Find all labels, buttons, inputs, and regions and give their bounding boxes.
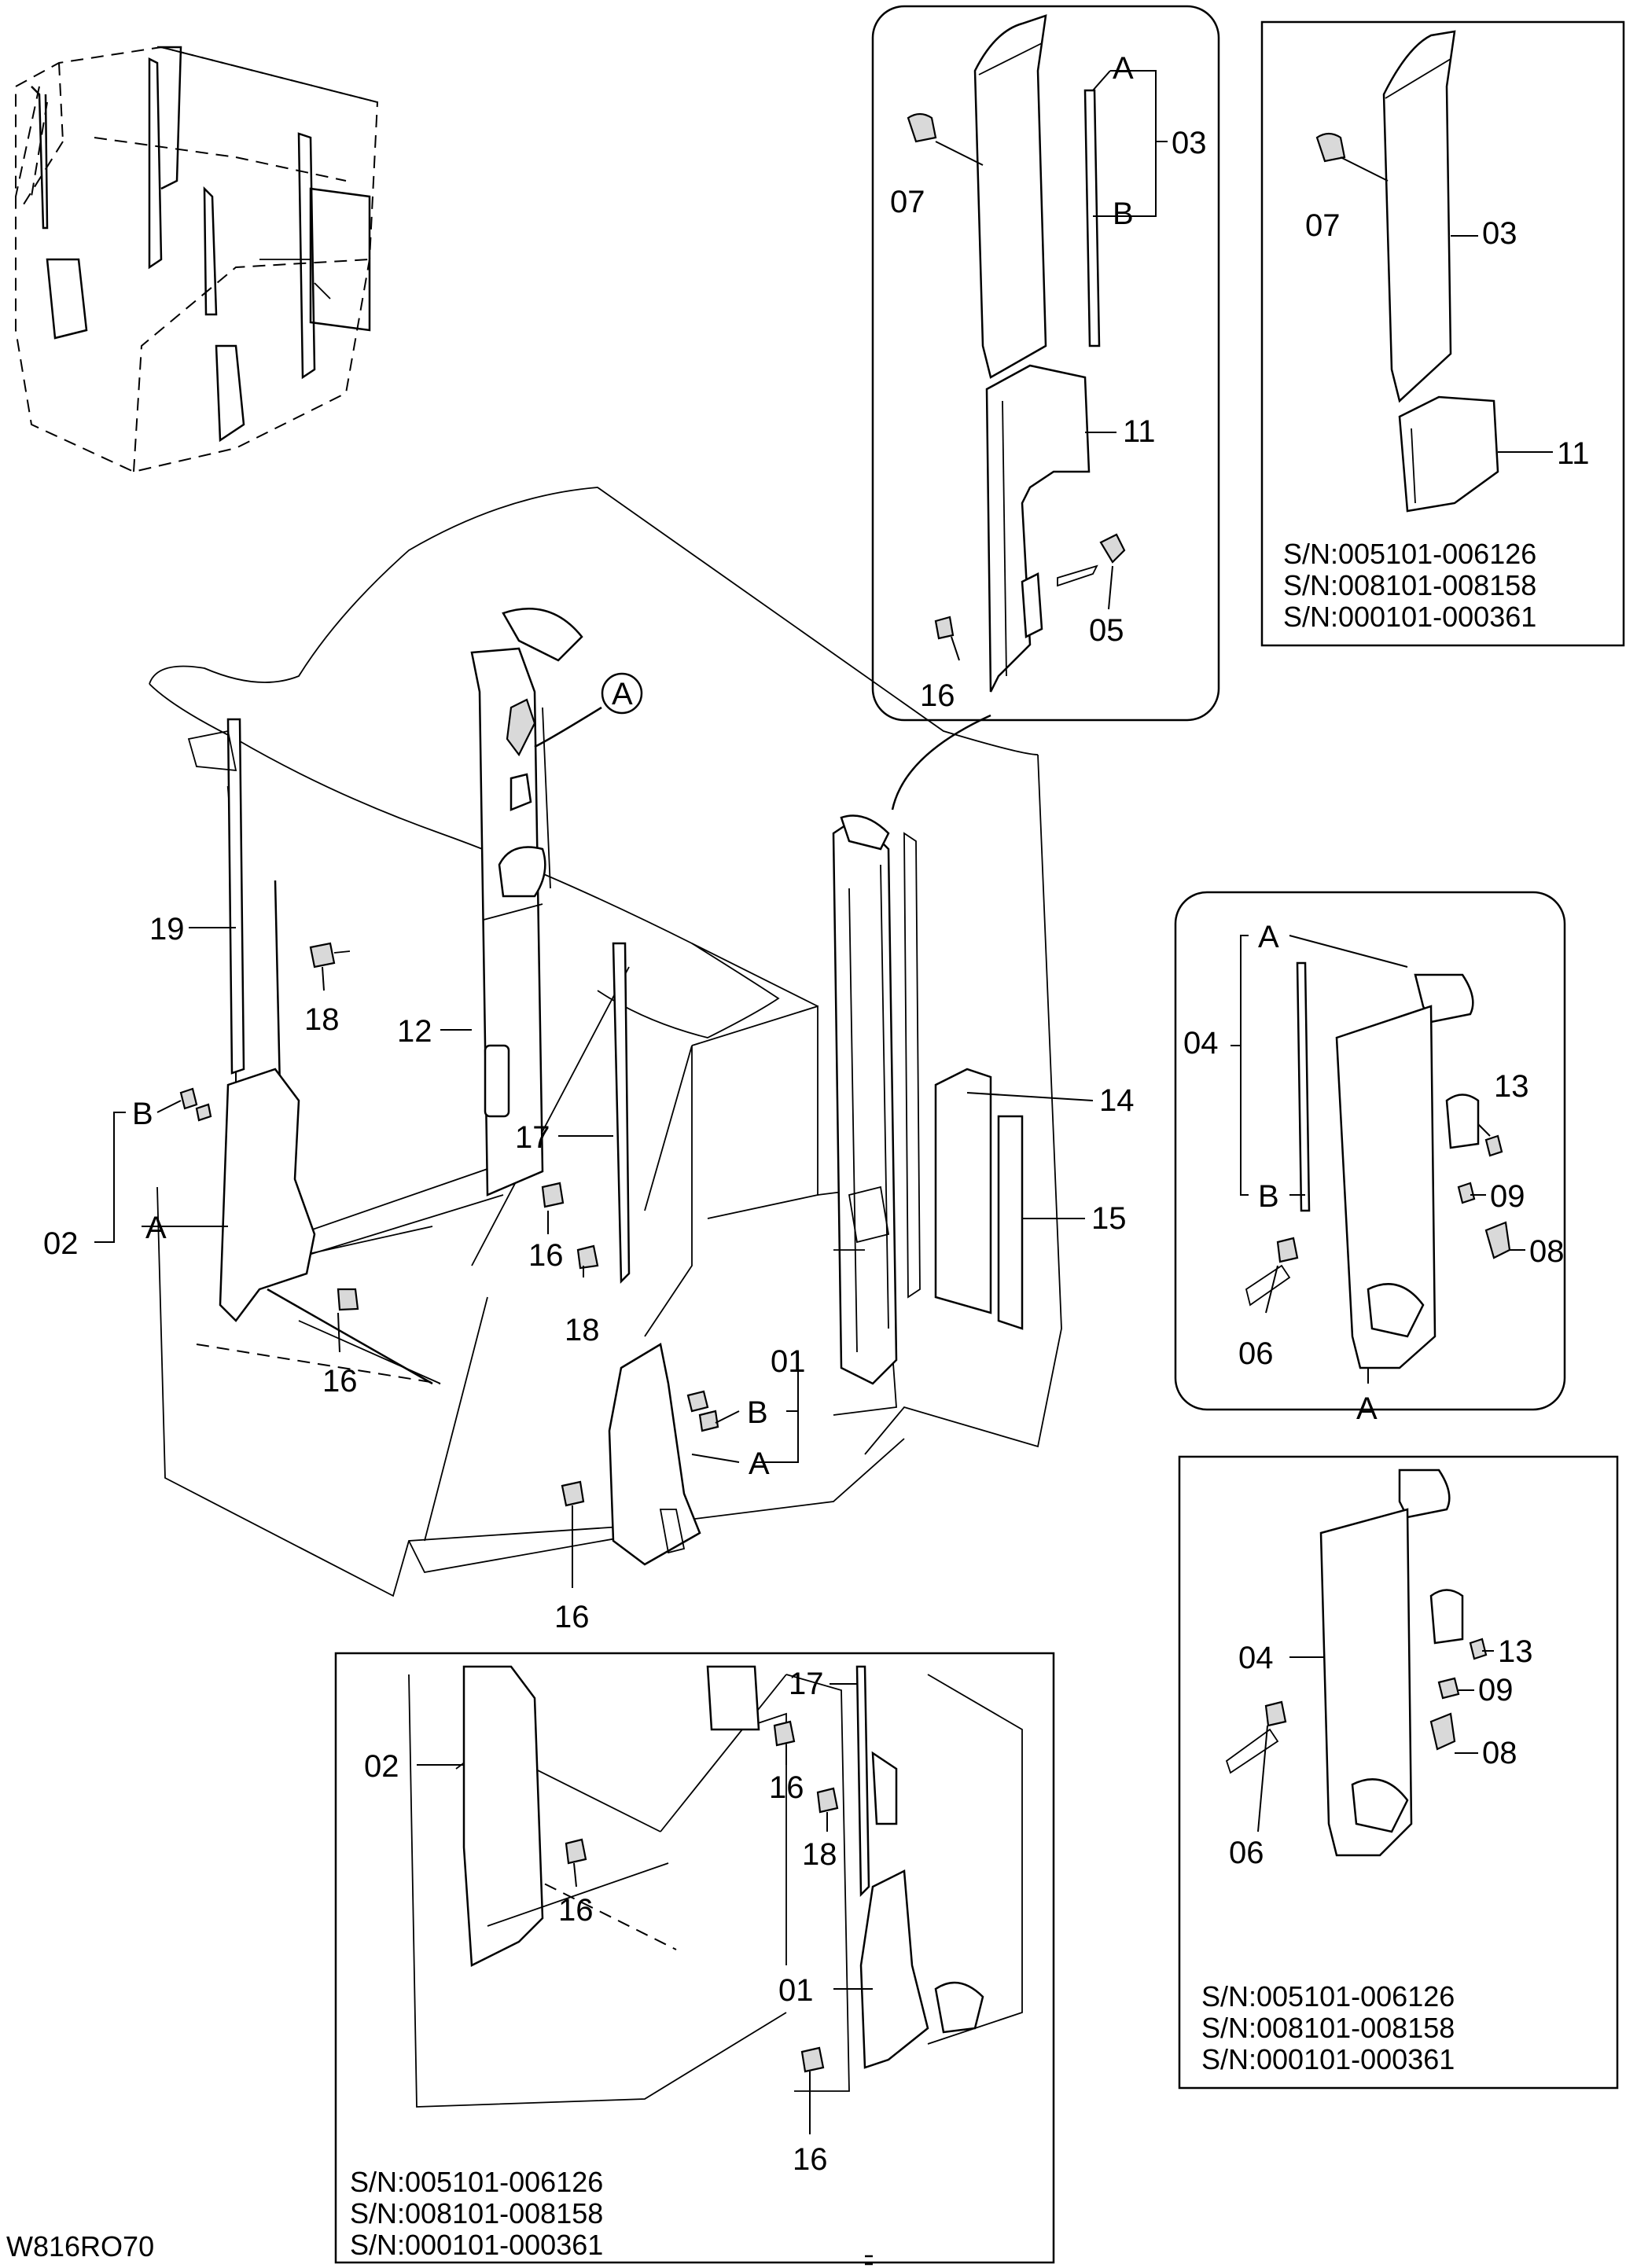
detail-a-top — [871, 5, 1220, 722]
detail-mid-right-labels: A 04 B 13 09 08 06 A — [1183, 920, 1565, 1426]
part-label-08: 08 — [1482, 1736, 1517, 1770]
serial-range-1: S/N:005101-006126 — [1283, 538, 1536, 570]
part-label-A: A — [1356, 1391, 1378, 1426]
detail-top-right — [1260, 20, 1625, 647]
detail-bottom — [334, 1652, 1055, 2266]
part-label-11: 11 — [1123, 414, 1156, 449]
main-view-cab-interior — [149, 487, 1062, 1597]
part-label-05: 05 — [1089, 613, 1124, 648]
drawing-code: W816RO70 — [6, 2230, 154, 2262]
part-label-01: 01 — [778, 1973, 814, 2008]
serial-range-1: S/N:005101-006126 — [350, 2166, 603, 2198]
part-label-03: 03 — [1172, 126, 1207, 160]
detail-low-right — [1178, 1455, 1619, 2090]
part-label-17: 17 — [515, 1120, 550, 1155]
serial-range-3: S/N:000101-000361 — [1283, 601, 1536, 633]
main-view-labels: 19 18 12 02 B A 16 17 16 18 14 15 01 B A… — [43, 677, 1135, 1634]
detail-top-right-leaders — [1340, 156, 1553, 453]
part-label-A: A — [145, 1211, 167, 1245]
part-label-09: 09 — [1490, 1179, 1525, 1214]
part-label-16: 16 — [793, 2142, 828, 2177]
part-label-16: 16 — [528, 1238, 564, 1273]
part-label-15: 15 — [1091, 1201, 1127, 1236]
detail-a-top-leaders — [935, 70, 1168, 661]
detail-top-right-labels: 07 03 11 S/N:005101-006126 S/N:008101-00… — [1283, 208, 1590, 633]
part-label-B: B — [1113, 197, 1134, 231]
callout-label-A: A — [612, 677, 633, 711]
part-label-A: A — [749, 1446, 770, 1481]
part-label-04: 04 — [1238, 1641, 1274, 1675]
part-label-06: 06 — [1238, 1336, 1274, 1371]
part-label-18: 18 — [802, 1837, 837, 1872]
part-label-17: 17 — [789, 1667, 824, 1701]
serial-range-2: S/N:008101-008158 — [350, 2197, 603, 2229]
part-label-19: 19 — [149, 912, 185, 947]
part-label-B: B — [747, 1395, 768, 1430]
serial-range-3: S/N:000101-000361 — [1201, 2043, 1455, 2075]
part-label-18: 18 — [304, 1002, 340, 1037]
part-label-01: 01 — [771, 1344, 806, 1379]
key-view-cab-overview — [15, 46, 379, 473]
part-label-16: 16 — [920, 678, 955, 713]
part-label-02: 02 — [364, 1749, 399, 1784]
part-label-16: 16 — [554, 1600, 590, 1634]
serial-range-3: S/N:000101-000361 — [350, 2229, 603, 2261]
bolt-18-left — [309, 942, 351, 969]
part-label-04: 04 — [1183, 1026, 1219, 1060]
part-label-02: 02 — [43, 1226, 79, 1261]
detail-a-top-labels: A 03 B 07 11 05 16 — [890, 51, 1207, 713]
detail-bottom-labels: 17 02 16 18 16 01 16 S/N:005101-006126 S… — [350, 1667, 837, 2261]
part-label-A: A — [1258, 920, 1279, 954]
part-label-B: B — [132, 1097, 153, 1131]
detail-low-right-leaders — [1257, 1650, 1494, 1832]
detail-bottom-leaders — [417, 1683, 873, 2134]
part-label-07: 07 — [1305, 208, 1341, 243]
part-label-13: 13 — [1498, 1634, 1533, 1669]
part-label-12: 12 — [397, 1014, 432, 1049]
part-label-16: 16 — [769, 1770, 804, 1805]
part-label-08: 08 — [1529, 1234, 1565, 1269]
part-label-06: 06 — [1229, 1836, 1264, 1870]
serial-range-1: S/N:005101-006126 — [1201, 1980, 1455, 2013]
part-label-09: 09 — [1478, 1673, 1514, 1707]
callout-circle-A — [601, 672, 643, 715]
detail-low-right-labels: 04 13 09 08 06 S/N:005101-006126 S/N:008… — [1201, 1634, 1533, 2075]
main-view-leaders — [94, 927, 1094, 1588]
part-label-16: 16 — [322, 1364, 358, 1399]
detail-mid-right — [1174, 891, 1566, 1411]
part-label-13: 13 — [1494, 1069, 1529, 1104]
serial-range-2: S/N:008101-008158 — [1283, 569, 1536, 601]
part-label-03: 03 — [1482, 216, 1517, 251]
detail-mid-right-leaders — [1231, 935, 1525, 1384]
part-label-18: 18 — [565, 1313, 600, 1347]
part-label-14: 14 — [1099, 1083, 1135, 1118]
part-label-07: 07 — [890, 185, 925, 219]
part-label-16: 16 — [558, 1893, 594, 1928]
part-label-B: B — [1258, 1179, 1279, 1214]
serial-range-2: S/N:008101-008158 — [1201, 2012, 1455, 2044]
part-label-A: A — [1113, 51, 1134, 86]
part-label-11: 11 — [1557, 436, 1590, 471]
